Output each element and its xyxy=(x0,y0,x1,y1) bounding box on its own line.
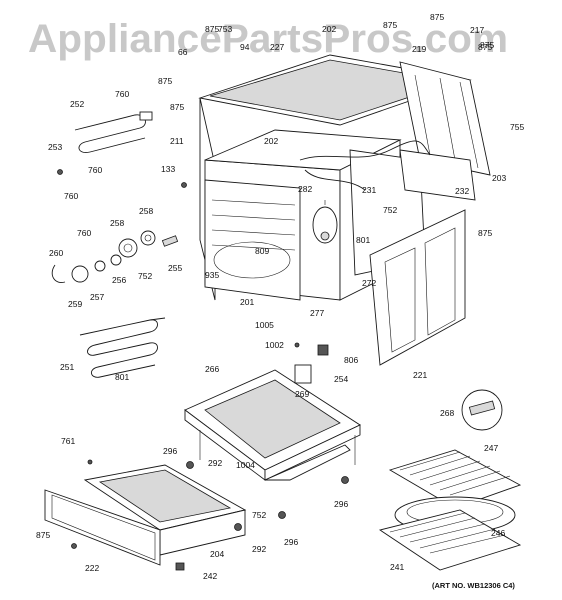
part-label-753: 753 xyxy=(218,24,232,34)
part-label-277: 277 xyxy=(310,308,324,318)
part-label-201: 201 xyxy=(240,297,254,307)
part-label-875: 875 xyxy=(383,20,397,30)
oven-rack xyxy=(378,509,522,571)
part-label-219: 219 xyxy=(412,44,426,54)
part-label-204: 204 xyxy=(210,549,224,559)
part-label-1002: 1002 xyxy=(265,340,284,350)
part-label-752: 752 xyxy=(252,510,266,520)
side-panel xyxy=(369,209,466,366)
small-parts xyxy=(57,169,349,571)
part-label-760: 760 xyxy=(64,191,78,201)
part-label-133: 133 xyxy=(161,164,175,174)
control-parts xyxy=(51,230,179,283)
part-label-1005: 1005 xyxy=(255,320,274,330)
part-label-760: 760 xyxy=(115,89,129,99)
part-label-875: 875 xyxy=(430,12,444,22)
part-label-801: 801 xyxy=(115,372,129,382)
part-label-246: 246 xyxy=(491,528,505,538)
part-label-875: 875 xyxy=(480,40,494,50)
part-label-254: 254 xyxy=(334,374,348,384)
part-label-755: 755 xyxy=(510,122,524,132)
part-label-222: 222 xyxy=(85,563,99,573)
part-label-935: 935 xyxy=(205,270,219,280)
part-label-232: 232 xyxy=(455,186,469,196)
part-label-296: 296 xyxy=(163,446,177,456)
part-label-258: 258 xyxy=(139,206,153,216)
drawer-support xyxy=(184,369,361,481)
part-label-252: 252 xyxy=(70,99,84,109)
part-label-1004: 1004 xyxy=(236,460,255,470)
part-label-292: 292 xyxy=(208,458,222,468)
part-label-202: 202 xyxy=(322,24,336,34)
part-label-257: 257 xyxy=(90,292,104,302)
part-label-227: 227 xyxy=(270,42,284,52)
part-label-217: 217 xyxy=(470,25,484,35)
part-label-801: 801 xyxy=(356,235,370,245)
part-label-255: 255 xyxy=(168,263,182,273)
part-label-875: 875 xyxy=(36,530,50,540)
part-label-875: 875 xyxy=(205,24,219,34)
part-label-260: 260 xyxy=(49,248,63,258)
part-label-875: 875 xyxy=(478,42,492,52)
part-label-251: 251 xyxy=(60,362,74,372)
part-label-241: 241 xyxy=(390,562,404,572)
broil-element xyxy=(74,111,153,154)
art-number: (ART NO. WB12306 C4) xyxy=(432,581,515,590)
part-label-221: 221 xyxy=(413,370,427,380)
storage-drawer xyxy=(44,464,247,566)
part-label-269: 269 xyxy=(295,389,309,399)
part-label-875: 875 xyxy=(158,76,172,86)
part-label-242: 242 xyxy=(203,571,217,581)
detail-callout xyxy=(461,389,503,431)
part-label-202: 202 xyxy=(264,136,278,146)
part-label-875: 875 xyxy=(478,228,492,238)
part-label-292: 292 xyxy=(252,544,266,554)
part-label-875: 875 xyxy=(170,102,184,112)
bake-element xyxy=(79,317,166,378)
part-label-266: 266 xyxy=(205,364,219,374)
part-label-282: 282 xyxy=(298,184,312,194)
part-label-203: 203 xyxy=(492,173,506,183)
part-label-66: 66 xyxy=(178,47,188,57)
part-label-259: 259 xyxy=(68,299,82,309)
part-label-247: 247 xyxy=(484,443,498,453)
part-label-211: 211 xyxy=(170,136,184,146)
part-label-231: 231 xyxy=(362,185,376,195)
part-label-258: 258 xyxy=(110,218,124,228)
part-label-296: 296 xyxy=(284,537,298,547)
part-label-256: 256 xyxy=(112,275,126,285)
thermostat xyxy=(312,200,338,244)
part-label-752: 752 xyxy=(138,271,152,281)
part-label-272: 272 xyxy=(362,278,376,288)
part-label-752: 752 xyxy=(383,205,397,215)
part-label-806: 806 xyxy=(344,355,358,365)
part-label-253: 253 xyxy=(48,142,62,152)
part-label-296: 296 xyxy=(334,499,348,509)
part-label-760: 760 xyxy=(77,228,91,238)
watermark-text: AppliancePartsPros.com xyxy=(28,17,508,61)
part-label-809: 809 xyxy=(255,246,269,256)
part-label-760: 760 xyxy=(88,165,102,175)
part-label-94: 94 xyxy=(240,42,250,52)
part-label-268: 268 xyxy=(440,408,454,418)
oven-cabinet xyxy=(198,54,491,301)
part-label-761: 761 xyxy=(61,436,75,446)
